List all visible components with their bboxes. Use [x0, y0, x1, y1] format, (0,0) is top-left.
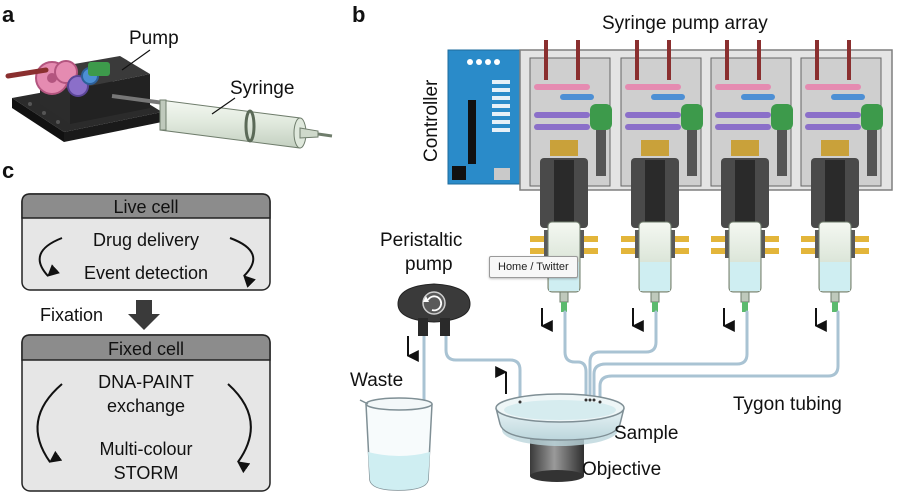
controller-board — [447, 49, 527, 185]
link-tooltip: Home / Twitter — [489, 256, 578, 278]
live-cell-title: Live cell — [113, 197, 178, 217]
sample-label: Sample — [614, 423, 678, 444]
panel-b: b Syringe pump array Controller — [350, 2, 893, 491]
panel-c-letter: c — [2, 158, 14, 183]
fixation-arrow — [128, 300, 160, 330]
fixed-cell-item-1-line-2: exchange — [107, 396, 185, 416]
peristaltic-label-line1: Peristaltic — [380, 230, 462, 251]
waste-label: Waste — [350, 370, 403, 391]
waste-beaker — [359, 397, 433, 491]
fixed-cell-title: Fixed cell — [108, 339, 184, 359]
tygon-label: Tygon tubing — [733, 394, 842, 415]
panel-a-letter: a — [2, 2, 15, 27]
live-cell-box: Live cell Drug delivery Event detection — [21, 193, 271, 291]
panel-a: a — [2, 2, 333, 149]
fixed-cycle-arrow-left — [36, 383, 63, 463]
peristaltic-pump — [397, 283, 471, 336]
objective-label: Objective — [582, 459, 661, 480]
syringe-pointer — [211, 97, 236, 115]
fixation-label: Fixation — [40, 305, 103, 325]
live-cycle-arrow-left — [38, 237, 63, 277]
syringe-pump-array-label: Syringe pump array — [602, 13, 768, 34]
fixed-cell-box: Fixed cell DNA-PAINT exchange Multi-colo… — [21, 334, 271, 492]
live-cell-item-1: Drug delivery — [93, 230, 199, 250]
fixed-cell-item-1-line-1: DNA-PAINT — [98, 372, 194, 392]
pump-illustration — [5, 56, 214, 142]
controller-label: Controller — [421, 79, 442, 162]
live-cell-item-2: Event detection — [84, 263, 208, 283]
fixed-cycle-arrow-right — [227, 383, 252, 474]
rotate-icon — [427, 295, 443, 312]
fixed-cell-item-2-line-2: STORM — [114, 463, 179, 483]
pump-pointer — [121, 49, 151, 71]
syringe-illustration-a — [159, 99, 333, 149]
pump-module-3 — [710, 40, 793, 312]
panel-c: c Live cell Drug delivery Event detectio… — [2, 158, 271, 492]
syringe-flow-arrows — [540, 308, 827, 332]
pump-module-2 — [620, 40, 703, 312]
live-cycle-arrow-right — [229, 237, 256, 288]
pump-label: Pump — [129, 28, 179, 49]
pump-module-4 — [800, 40, 883, 312]
sample-dish — [495, 393, 625, 446]
peristaltic-label-line2: pump — [405, 254, 453, 275]
fixed-cell-item-2-line-1: Multi-colour — [99, 439, 192, 459]
panel-b-letter: b — [352, 2, 365, 27]
syringe-label: Syringe — [230, 78, 294, 99]
tygon-tubing — [422, 310, 840, 402]
